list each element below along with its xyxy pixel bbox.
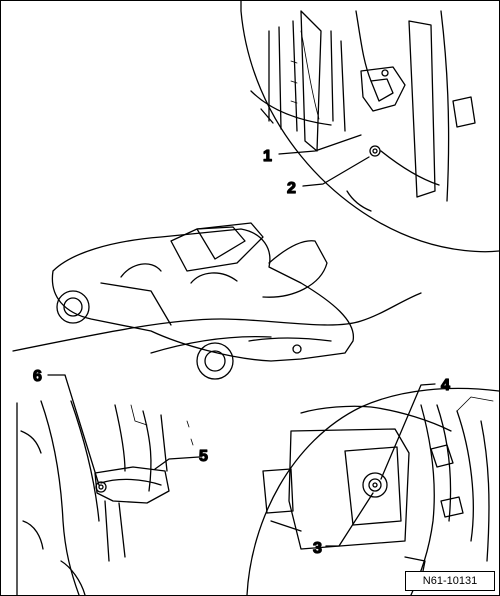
document-id-label: N61-10131 — [405, 571, 495, 591]
car-overview — [12, 222, 422, 380]
callout-5: 5 — [199, 448, 208, 465]
detail-view-top — [240, 1, 499, 253]
detail-view-bottom-right — [246, 383, 499, 595]
callout-6: 6 — [33, 368, 42, 385]
detail-view-bottom-left — [16, 374, 200, 595]
callout-2: 2 — [287, 180, 296, 197]
callout-1: 1 — [263, 148, 272, 165]
callout-4: 4 — [441, 377, 450, 394]
callout-3: 3 — [313, 540, 322, 557]
